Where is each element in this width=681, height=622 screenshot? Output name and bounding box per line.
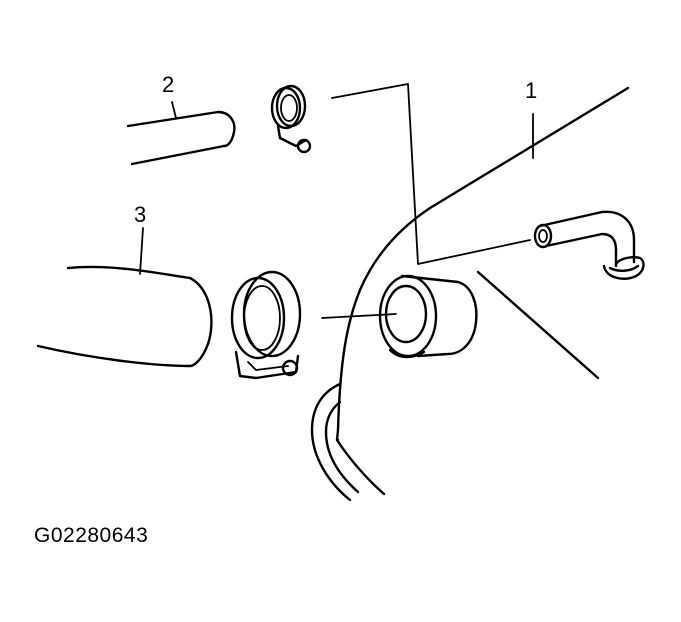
leader-lines [139, 83, 534, 319]
callout-2: 2 [162, 72, 174, 97]
component-housing [310, 86, 630, 502]
housing-outlet-nipple [378, 274, 478, 359]
small-hose-clamp [270, 84, 312, 154]
small-hose [126, 110, 236, 166]
figure-id: G02280643 [34, 524, 149, 547]
large-hose-clamp [230, 270, 302, 380]
small-elbow-pipe [533, 210, 645, 280]
large-hose [36, 265, 213, 368]
callout-3: 3 [134, 202, 146, 227]
callout-1: 1 [525, 78, 537, 103]
